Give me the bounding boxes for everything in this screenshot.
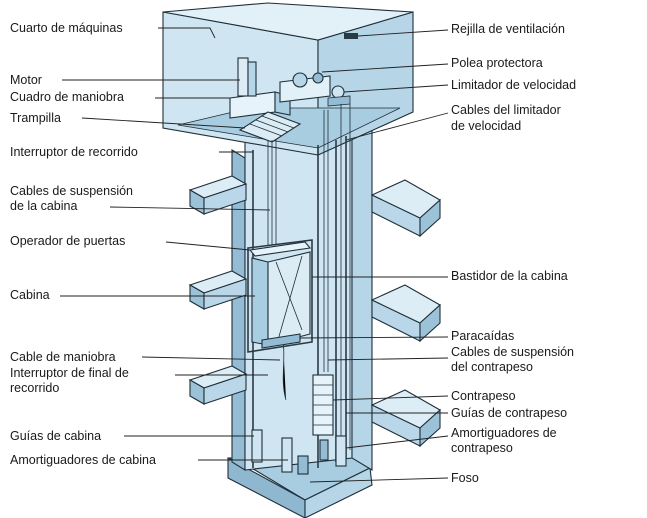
label-door-operator: Operador de puertas — [10, 234, 125, 248]
labels-right: Rejilla de ventilación Polea protectora … — [451, 22, 576, 485]
counterweight-buffers — [319, 435, 347, 467]
machine-room — [162, 2, 414, 156]
door-operator — [248, 241, 312, 257]
safety-gear — [261, 333, 301, 349]
label-traveling-cable: Cable de maniobra — [10, 350, 116, 364]
landing-slab — [188, 365, 248, 405]
motor — [237, 57, 331, 103]
landing-slab — [370, 284, 441, 343]
label-control-panel: Cuadro de maniobra — [10, 90, 124, 104]
label-car-suspension-cables-line2: de la cabina — [10, 199, 77, 213]
labels-left: Cuarto de máquinas Motor Cuadro de manio… — [10, 21, 156, 467]
label-limit-switch-line2: recorrido — [10, 381, 59, 395]
speed-governor — [331, 85, 345, 99]
label-car-frame: Bastidor de la cabina — [451, 269, 568, 283]
label-car-guides: Guías de cabina — [10, 429, 101, 443]
label-counterweight-cables-line2: del contrapeso — [451, 360, 533, 374]
landing-slab — [188, 270, 248, 310]
label-governor-cables-line1: Cables del limitador — [451, 103, 561, 117]
landing-slab — [370, 389, 441, 448]
governor-base — [327, 95, 351, 107]
label-counterweight-buffers-line2: contrapeso — [451, 441, 513, 455]
machine-room-top — [162, 2, 414, 41]
leader-lines — [60, 27, 449, 483]
label-counterweight: Contrapeso — [451, 389, 516, 403]
label-cabin: Cabina — [10, 288, 50, 302]
landing-slabs — [188, 175, 441, 448]
trapdoor — [238, 111, 302, 143]
car — [247, 239, 313, 353]
label-ventilation-grille: Rejilla de ventilación — [451, 22, 565, 36]
car-frame — [247, 239, 313, 353]
label-counterweight-buffers-line1: Amortiguadores de — [451, 426, 557, 440]
pit-left-wall — [227, 457, 306, 518]
label-counterweight-cables-line1: Cables de suspensión — [451, 345, 574, 359]
shaft-right-wall — [351, 121, 373, 471]
car-buffers — [251, 429, 309, 475]
cabin-front — [267, 251, 311, 346]
elevator-illustration — [162, 2, 441, 518]
label-car-suspension-cables-line1: Cables de suspensión — [10, 184, 133, 198]
landing-slab — [370, 179, 441, 238]
label-machine-room: Cuarto de máquinas — [10, 21, 123, 35]
label-governor-cables-line2: de velocidad — [451, 119, 521, 133]
label-protective-pulley: Polea protectora — [451, 56, 543, 70]
label-speed-governor: Limitador de velocidad — [451, 78, 576, 92]
label-travel-switch: Interruptor de recorrido — [10, 145, 138, 159]
label-trapdoor: Trampilla — [10, 111, 61, 125]
label-car-buffers: Amortiguadores de cabina — [10, 453, 156, 467]
ventilation-grille — [344, 33, 358, 39]
label-safety-gear: Paracaídas — [451, 329, 514, 343]
counterweight — [312, 374, 334, 436]
cabin-side — [251, 257, 269, 346]
label-motor: Motor — [10, 73, 42, 87]
label-pit: Foso — [451, 471, 479, 485]
label-limit-switch-line1: Interruptor de final de — [10, 366, 129, 380]
label-counterweight-guides: Guías de contrapeso — [451, 406, 567, 420]
